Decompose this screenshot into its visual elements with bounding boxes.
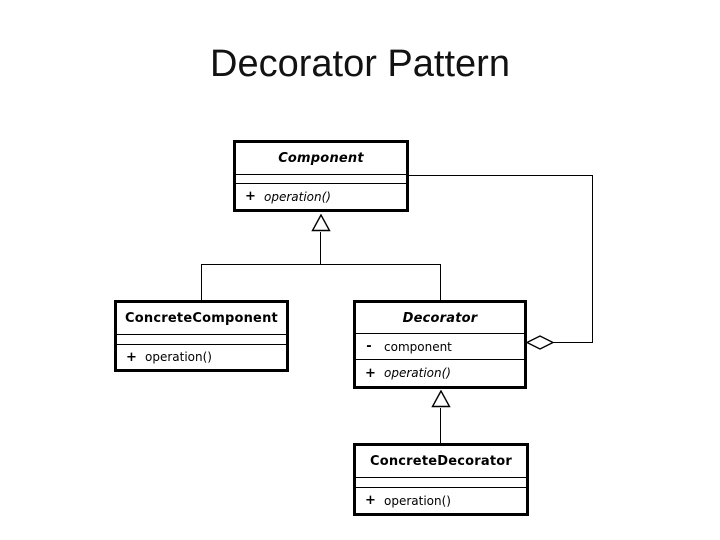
class-box-concrete-decorator: ConcreteDecorator + operation() — [353, 443, 529, 516]
class-name: ConcreteComponent — [117, 303, 286, 335]
class-name: ConcreteDecorator — [356, 446, 526, 478]
aggregation-line — [408, 175, 593, 176]
operation-visibility: + — [365, 365, 376, 381]
class-box-decorator: Decorator - component + operation() — [353, 300, 527, 389]
connector-line — [440, 264, 441, 301]
attributes-compartment — [117, 335, 286, 345]
attributes-compartment — [356, 478, 526, 488]
operation-visibility: + — [126, 349, 137, 365]
connector-line — [440, 408, 441, 444]
aggregation-diamond-icon — [526, 335, 554, 350]
operations-compartment: + operation() — [236, 184, 406, 209]
attribute-name: component — [384, 339, 452, 354]
attribute-visibility: - — [366, 339, 372, 354]
connector-line — [201, 264, 202, 301]
class-box-concrete-component: ConcreteComponent + operation() — [114, 300, 289, 372]
operation-name: operation() — [384, 493, 451, 508]
operations-compartment: + operation() — [117, 345, 286, 369]
aggregation-line — [592, 175, 593, 343]
operation-name: operation() — [264, 189, 331, 204]
operation-name: operation() — [145, 350, 212, 364]
class-name: Decorator — [356, 303, 524, 334]
operation-visibility: + — [365, 493, 376, 508]
class-box-component: Component + operation() — [233, 140, 409, 212]
attributes-compartment: - component — [356, 334, 524, 360]
operations-compartment: + operation() — [356, 488, 526, 513]
attributes-compartment — [236, 175, 406, 184]
operation-name: operation() — [384, 366, 451, 380]
generalization-triangle-icon — [311, 214, 331, 232]
connector-line — [201, 264, 441, 265]
aggregation-line — [552, 342, 593, 343]
generalization-triangle-icon — [431, 390, 451, 408]
operation-visibility: + — [245, 189, 256, 204]
class-name: Component — [236, 143, 406, 175]
connector-line — [320, 232, 321, 264]
slide-title: Decorator Pattern — [210, 43, 510, 85]
operations-compartment: + operation() — [356, 360, 524, 386]
